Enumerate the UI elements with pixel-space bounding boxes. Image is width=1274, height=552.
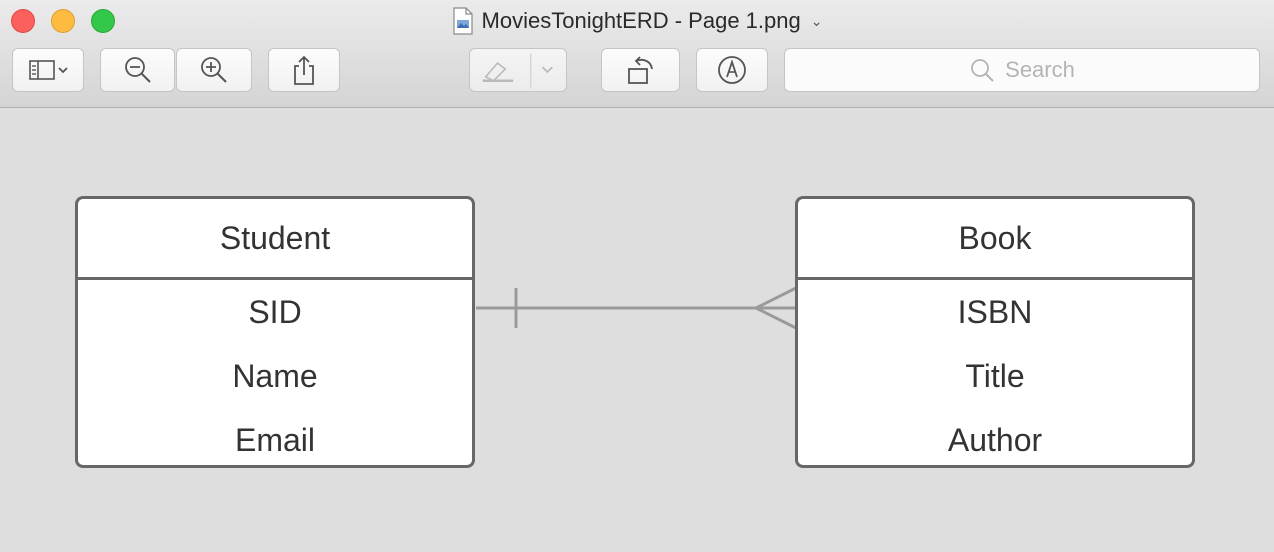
zoom-out-button[interactable] [100, 48, 175, 92]
sidebar-toggle-button[interactable] [12, 48, 84, 92]
maximize-window-button[interactable] [91, 9, 115, 33]
attribute: Email [234, 421, 315, 458]
window-titlebar: MoviesTonightERD - Page 1.png ⌄ [0, 0, 1274, 108]
attribute: SID [248, 293, 302, 330]
document-icon [452, 7, 473, 35]
sidebar-icon [29, 60, 68, 80]
share-icon [294, 55, 314, 85]
window-title-area[interactable]: MoviesTonightERD - Page 1.png ⌄ [0, 4, 1274, 38]
entity-name: Student [78, 199, 472, 280]
share-button[interactable] [268, 48, 340, 92]
search-field[interactable]: Search [784, 48, 1260, 92]
attribute: ISBN [957, 293, 1033, 330]
zoom-out-icon [124, 57, 151, 83]
close-window-button[interactable] [11, 9, 35, 33]
crows-foot-upper [755, 286, 797, 310]
window-title: MoviesTonightERD - Page 1.png [481, 8, 801, 33]
entity-name: Book [798, 199, 1192, 280]
entity-student: Student SID Name Email [75, 196, 475, 468]
zoom-in-button[interactable] [176, 48, 252, 92]
highlighter-icon [482, 53, 553, 89]
highlight-button[interactable] [469, 48, 567, 92]
search-icon [971, 59, 994, 82]
rotate-icon [627, 56, 653, 84]
markup-button[interactable] [696, 48, 768, 92]
zoom-in-icon [201, 57, 227, 83]
attribute: Author [947, 421, 1043, 458]
entity-book: Book ISBN Title Author [795, 196, 1195, 468]
attribute-list: ISBN Title Author [798, 280, 1192, 472]
minimize-window-button[interactable] [51, 9, 75, 33]
crows-foot-lower [755, 306, 797, 330]
search-placeholder: Search [1005, 57, 1075, 82]
markup-icon [718, 56, 746, 84]
attribute: Title [965, 357, 1025, 394]
rotate-button[interactable] [601, 48, 680, 92]
title-chevron-down-icon[interactable]: ⌄ [810, 12, 823, 29]
attribute-list: SID Name Email [78, 280, 472, 472]
attribute: Name [232, 357, 318, 394]
